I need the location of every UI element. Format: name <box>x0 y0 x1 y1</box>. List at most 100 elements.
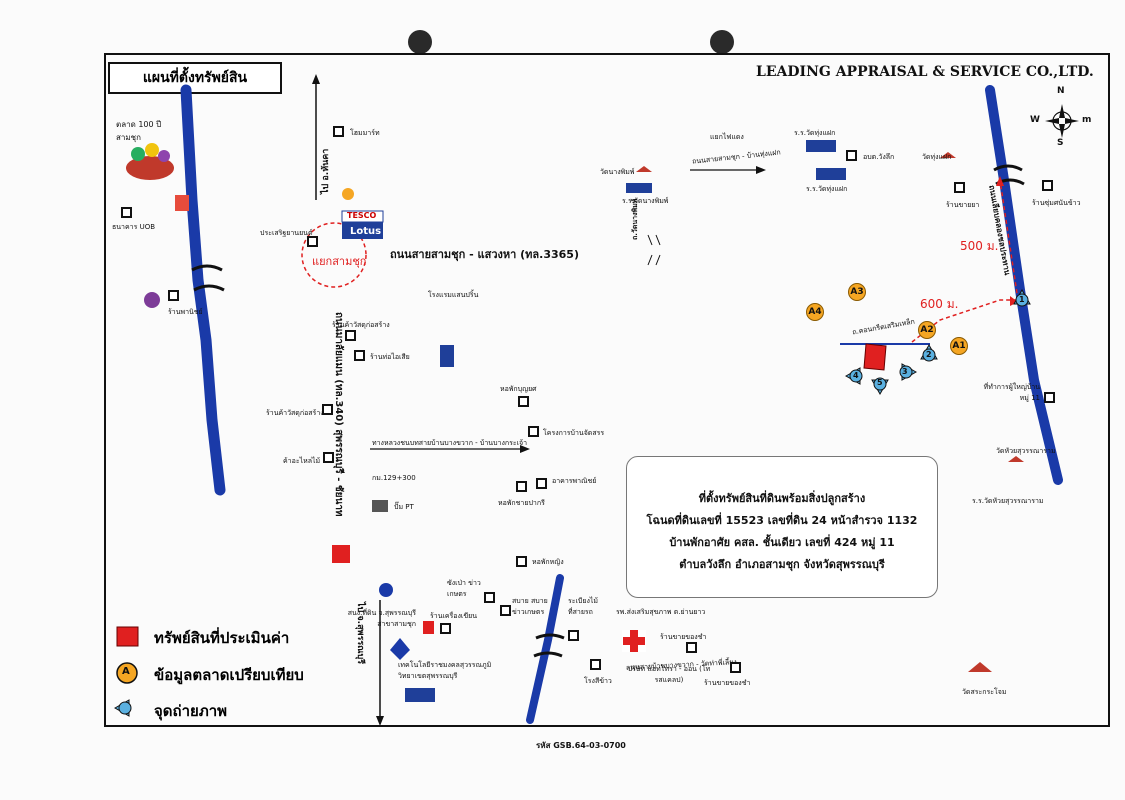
photo-point-2 <box>920 343 938 362</box>
km-label: กม.129+300 <box>372 474 416 482</box>
bank2-label: บริษัท แอทโทรา - ออน (โทรสแคลป) <box>627 665 711 684</box>
lotus-label: Lotus <box>350 226 382 237</box>
rice-label: โรงสีข้าว <box>584 677 612 685</box>
temple-icon-2 <box>940 152 956 158</box>
canal-road-label: ทางหลวงชนบทสายบ้านบางขวาก - บ้านบางกระเจ… <box>372 439 528 447</box>
box-village-head <box>1044 392 1055 403</box>
tech-college-label: เทคโนโลยีราชมงคลสุวรรณภูมิ วิทยาเขตสุพรร… <box>398 661 492 680</box>
legend-comparison-icon <box>116 662 138 684</box>
hospital-cross-icon <box>623 630 645 652</box>
map-frame <box>104 53 1110 727</box>
photo-point-5 <box>871 377 889 396</box>
material1-label: ร้านค้าวัสดุก่อสร้าง <box>332 321 390 329</box>
photo-point-3 <box>899 363 918 381</box>
repair-label: ซังเป่า ข่าวเกษตร <box>447 579 481 598</box>
info-line-3: บ้านพักอาศัย คสล. ชั้นเดียว เลขที่ 424 ห… <box>669 536 895 549</box>
compass-n-label: N <box>1057 86 1065 96</box>
homemart-label: โฮมมาร์ท <box>350 129 380 137</box>
legend-comparison-label: ข้อมูลตลาดเปรียบเทียบ <box>154 666 304 684</box>
wat-tungfaek-label: วัดทุ่งแฝก <box>922 153 952 161</box>
box-project <box>528 426 539 437</box>
main-road-label: ถนนสายสามชุก - แสวงหา (ทล.3365) <box>390 248 579 261</box>
dealer-logo-icon <box>144 292 160 308</box>
wat-krachom-label: วัดสระกระโจม <box>962 688 1007 696</box>
distance-600-label: 600 ม. <box>920 297 959 311</box>
dorm2-label: หอพักชายปากรี <box>498 499 545 507</box>
road-to-chainat-label: ไป อ.หันคา <box>321 148 331 194</box>
makro-logo-icon <box>332 545 350 563</box>
box-seven <box>440 623 451 634</box>
distance-dash-2 <box>999 179 1019 301</box>
compass-s-label: S <box>1057 138 1064 148</box>
shell-logo-icon <box>342 188 354 200</box>
box-rice <box>590 659 601 670</box>
legend-property-label: ทรัพย์สินที่ประเมินค่า <box>154 629 290 647</box>
legend-photo-icon <box>113 699 132 717</box>
box-shop-r2 <box>730 662 741 673</box>
ptt-label: ปั๊ม PT <box>394 503 414 511</box>
material2-label: ร้านค้าวัสดุก่อสร้าง <box>266 409 324 417</box>
box-shop-lower <box>568 630 579 641</box>
box-homemart <box>333 126 344 137</box>
ao-label: อบต.วังลึก <box>863 153 895 161</box>
ptt-logo-icon <box>379 583 393 597</box>
wat-huaykrabok-label: วัดหัวยสุวรรณาราม <box>996 447 1056 455</box>
info-line-1: ที่ตั้งทรัพย์สินที่ดินพร้อมสิ่งปลูกสร้าง <box>698 492 866 505</box>
photo-label-4: 4 <box>853 371 859 380</box>
dealer-label: ร้านพานิชย์ <box>168 308 203 316</box>
hospital-label: รพ.ส่งเสริมสุขภาพ ต.ย่านยาว <box>616 608 706 616</box>
shop-r2-label: ร้านขายของชำ <box>704 679 751 687</box>
photo-label-2: 2 <box>926 350 932 359</box>
tesco-top-strip <box>341 210 384 223</box>
box-bank <box>121 207 132 218</box>
comparison-a3: A3 <box>848 283 866 301</box>
box-material1 <box>345 330 356 341</box>
info-line-2: โฉนดที่ดินเลขที่ 15523 เลขที่ดิน 24 หน้า… <box>646 514 918 527</box>
project-label: โครงการบ้านจัดสรร <box>543 429 605 437</box>
box-restaurant <box>500 605 511 616</box>
comparison-a4: A4 <box>806 303 824 321</box>
seven-label: ร้านเครื่องเขียน <box>430 612 477 620</box>
market-basket-icon <box>126 143 174 180</box>
photo-label-1: 1 <box>1019 295 1025 304</box>
wood-label: ร้านท่อไอเสีย <box>370 353 410 361</box>
tesco-label: TESCO <box>347 211 377 220</box>
document-code: รหัส GSB.64-03-0700 <box>536 741 626 750</box>
land-office-label: สนง.ที่ดิน จ.สุพรรณบุรี สาขาสามชุก <box>347 609 416 628</box>
electrical-label: ประเสริฐยานยนต์ <box>260 229 313 237</box>
property-info-box: ที่ตั้งทรัพย์สินที่ดินพร้อมสิ่งปลูกสร้าง… <box>626 456 938 598</box>
dorm3-label: หอพักหญิง <box>532 558 564 566</box>
school-tungfaek2-label: ร.ร.วัดทุ่งแฝก <box>806 185 848 193</box>
box-commercial <box>536 478 547 489</box>
bank-label: ธนาคาร UOB <box>112 223 156 231</box>
village-head-label: ที่ทำการผู้ใหญ่บ้าน หมู่ 11 <box>983 383 1040 402</box>
bridge-left-bottom <box>193 284 225 292</box>
seven-eleven-icon <box>423 621 434 634</box>
bank-logo-icon <box>175 195 189 211</box>
market-label: ตลาด 100 ปี สามชุก <box>116 120 162 142</box>
map-title-box: แผนที่ตั้งทรัพย์สิน <box>108 62 282 94</box>
box-shop-r1 <box>686 642 697 653</box>
box-material2 <box>322 404 333 415</box>
school-nangpim-icon <box>626 183 652 193</box>
legend-photo-label: จุดถ่ายภาพ <box>154 702 228 720</box>
restaurant-label: สบาย สบาย ข่าวเกษตร <box>512 597 548 616</box>
photo-label-3: 3 <box>902 367 908 376</box>
box-shop-right <box>954 182 965 193</box>
box-dorm3 <box>516 556 527 567</box>
junction-circle <box>301 222 367 288</box>
canal-right <box>985 85 1063 485</box>
ptt-station-icon <box>372 500 388 512</box>
bridge-right-top <box>993 164 1023 172</box>
school-tungfaek-label: ร.ร.วัดทุ่งแฝก <box>794 129 836 137</box>
info-line-4: ตำบลวังลึก อำเภอสามชุก จังหวัดสุพรรณบุรี <box>679 558 885 571</box>
photo-point-1 <box>1013 288 1031 307</box>
comparison-a2: A2 <box>918 321 936 339</box>
box-dorm2 <box>516 481 527 492</box>
bridge-left-top <box>191 264 223 272</box>
map-title: แผนที่ตั้งทรัพย์สิน <box>142 70 248 86</box>
school-tungfaek-icon <box>806 140 836 152</box>
compass-icon <box>1045 104 1079 138</box>
box-dealer <box>168 290 179 301</box>
